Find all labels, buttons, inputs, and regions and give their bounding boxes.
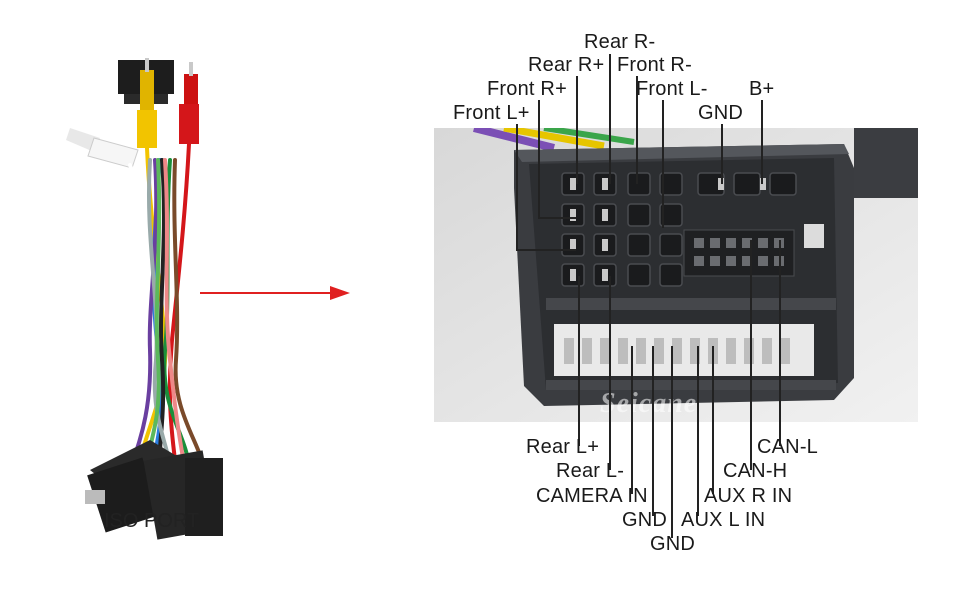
- iso-connector-block: [85, 440, 223, 540]
- leader-rear-r-minus: [609, 54, 611, 184]
- pin-label-gnd-1: GND: [622, 509, 668, 531]
- pin-label-camera-in: CAMERA IN: [536, 485, 648, 507]
- iso-port-label: ISO PORT: [104, 510, 200, 532]
- leader-gnd-1: [652, 346, 654, 516]
- leader-rear-l-plus: [578, 276, 580, 446]
- leader-rear-l-minus: [609, 276, 611, 470]
- leader-front-l-minus: [662, 100, 664, 228]
- leader-front-r-plus-h: [538, 217, 576, 219]
- pin-label-front-l-minus: Front L-: [636, 78, 708, 100]
- leader-aux-r-in: [712, 346, 714, 494]
- connector-close-up-photo: [434, 128, 918, 422]
- pin-label-front-r-plus: Front R+: [487, 78, 567, 100]
- pin-label-aux-l-in: AUX L IN: [681, 509, 766, 531]
- rca-plug-yellow: [137, 58, 157, 148]
- leader-gnd-top: [721, 124, 723, 184]
- leader-front-l-plus-h: [516, 249, 576, 251]
- rca-plug-white: [66, 128, 139, 169]
- seicane-watermark: Seicane: [600, 388, 698, 419]
- pin-label-rear-l-plus: Rear L+: [526, 436, 600, 458]
- pin-label-front-l-plus: Front L+: [453, 102, 530, 124]
- pin-label-gnd-2: GND: [650, 533, 696, 555]
- pin-label-can-h: CAN-H: [723, 460, 788, 482]
- pin-label-can-l: CAN-L: [757, 436, 819, 458]
- leader-camera-in: [631, 346, 633, 494]
- pin-label-rear-r-plus: Rear R+: [528, 54, 605, 76]
- pin-label-rear-l-minus: Rear L-: [556, 460, 625, 482]
- pin-label-front-r-minus: Front R-: [617, 54, 692, 76]
- leader-can-h: [750, 240, 752, 470]
- rca-plug-red: [179, 62, 199, 144]
- leader-front-r-plus: [538, 100, 540, 218]
- pin-label-gnd-top: GND: [698, 102, 744, 124]
- leader-aux-l-in: [697, 346, 699, 516]
- leader-front-r-minus: [636, 76, 638, 184]
- pin-label-b-plus: B+: [749, 78, 775, 100]
- leader-gnd-2: [671, 346, 673, 538]
- leader-can-l: [779, 240, 781, 446]
- leader-front-l-plus: [516, 124, 518, 250]
- leader-b-plus: [761, 100, 763, 184]
- pin-label-rear-r-minus: Rear R-: [584, 31, 656, 53]
- pin-label-aux-r-in: AUX R IN: [704, 485, 793, 507]
- leader-rear-r-plus: [576, 76, 578, 184]
- connector-illustration: [434, 128, 918, 422]
- wiring-harness-image: [66, 58, 223, 540]
- red-arrow-icon: [200, 286, 350, 300]
